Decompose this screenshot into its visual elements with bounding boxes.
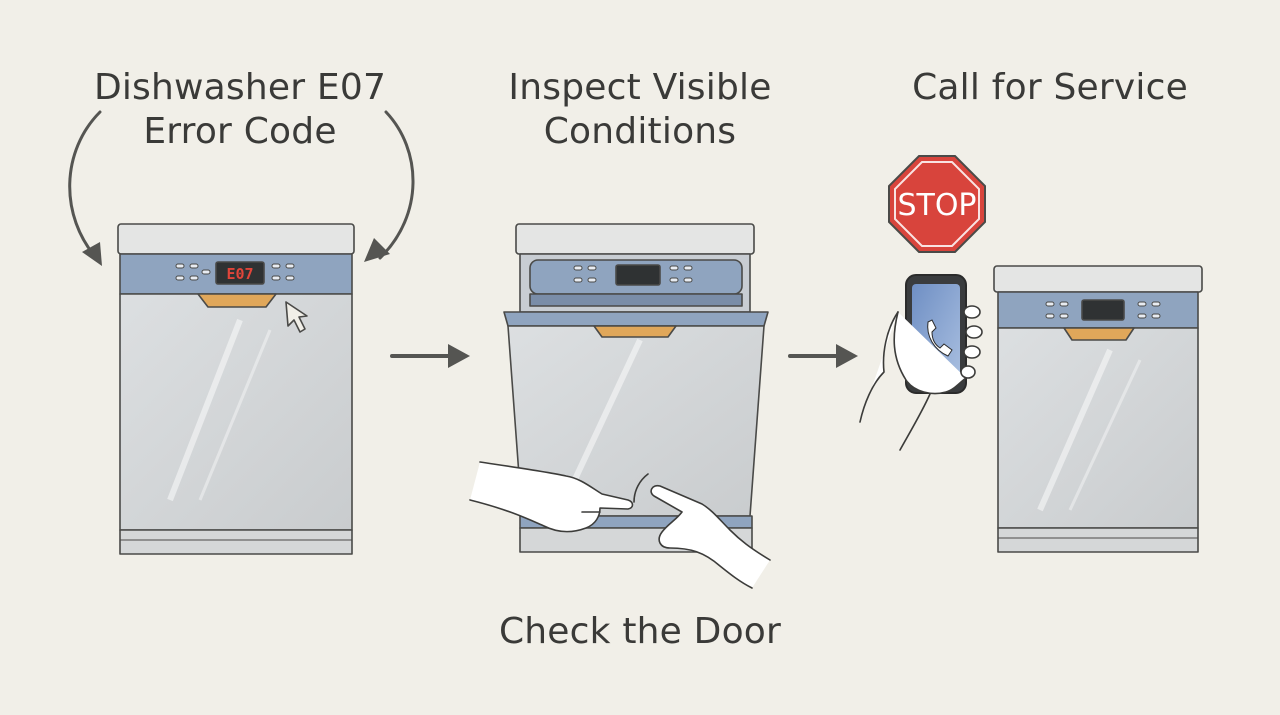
step1-title-line2: Error Code	[143, 111, 337, 152]
step1-title-line1: Dishwasher E07	[93, 67, 387, 108]
right-arrow-icon-2	[788, 344, 858, 368]
holding-hand	[859, 305, 983, 451]
right-arrow-icon	[390, 344, 470, 368]
step1-title: Dishwasher E07 Error Code	[90, 66, 390, 154]
stop-sign-label: STOP	[897, 188, 976, 223]
cursor-icon	[285, 301, 308, 333]
stop-sign-icon	[888, 155, 986, 253]
step2-title: Inspect Visible Conditions	[490, 66, 790, 154]
dishwasher-error	[117, 223, 355, 555]
step3-title: Call for Service	[890, 66, 1210, 110]
step2-title-line2: Conditions	[543, 111, 737, 152]
step2-title-line1: Inspect Visible	[508, 67, 772, 108]
dishwasher-service	[993, 265, 1203, 553]
step3-title-line1: Call for Service	[912, 67, 1188, 108]
curved-arrow-right-icon	[364, 110, 415, 262]
door-caption: Check the Door	[498, 611, 782, 652]
curved-arrow-left-icon	[68, 110, 102, 266]
error-code-display: E07	[226, 265, 253, 283]
hand-icon	[469, 461, 771, 589]
